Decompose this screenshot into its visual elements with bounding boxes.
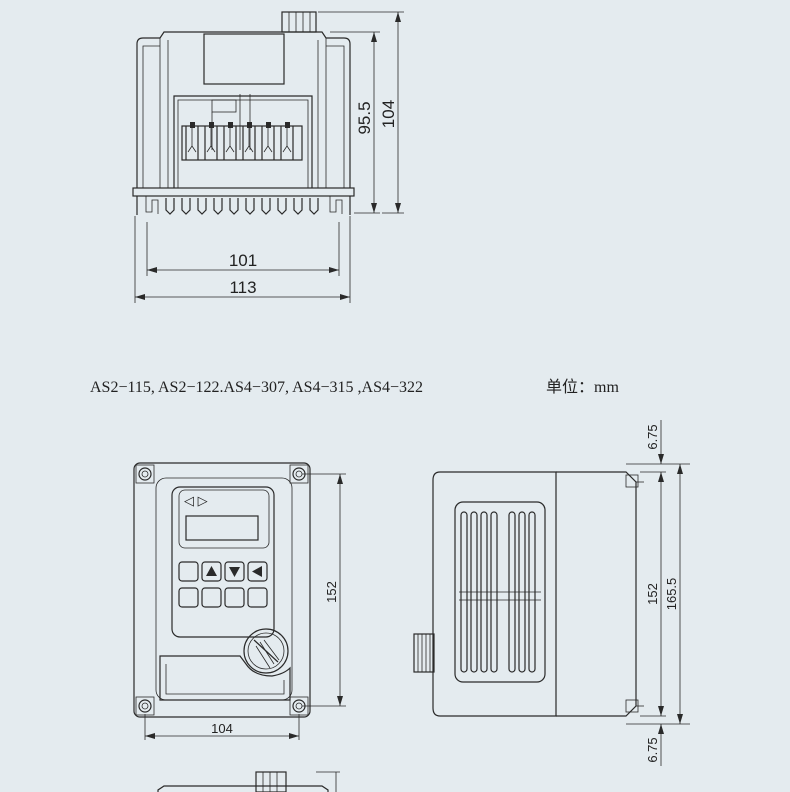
dim-width-101: 101 [146,222,340,276]
vent-slots [459,511,541,673]
corner-screw-bottom-left [135,696,155,716]
speed-knob[interactable] [243,628,289,674]
key-blank-4[interactable] [224,587,245,608]
dim-label-152-side: 152 [645,583,660,605]
dim-height-152-front: 152 [302,473,346,707]
next-view-partial [157,771,340,792]
key-blank-5[interactable] [247,587,268,608]
dim-label-113: 113 [229,278,256,297]
model-caption: AS2−115, AS2−122.AS4−307, AS4−315 ,AS4−3… [90,379,423,396]
dim-label-6-75-top: 6.75 [645,424,660,449]
key-blank-1[interactable] [178,561,199,582]
key-up[interactable] [201,561,222,582]
corner-screw-top-left [135,464,155,484]
dim-side-offsets: 6.75 6.75 [626,420,690,766]
dim-height-95-5: 95.5 [330,31,380,214]
key-blank-2[interactable] [178,587,199,608]
dim-label-104: 104 [379,100,398,128]
dim-height-152-side: 152 [645,472,664,716]
dim-label-152-front: 152 [324,581,339,603]
dim-width-113: 113 [134,216,351,303]
up-arrow-icon [206,566,217,576]
key-left[interactable] [247,561,268,582]
dim-height-104: 104 [318,11,404,214]
dim-label-6-75-bottom: 6.75 [645,737,660,762]
down-arrow-icon [229,567,240,577]
dim-label-101: 101 [229,251,257,270]
heatsink-fins [165,198,319,215]
key-blank-3[interactable] [201,587,222,608]
led-indicator: ◁ ▷ [184,493,208,508]
unit-caption: 单位：mm [546,378,619,396]
key-down[interactable] [224,561,245,582]
dim-label-95-5: 95.5 [355,101,374,134]
dim-label-165-5: 165.5 [664,578,679,611]
lcd-display [185,515,259,541]
cable-gland [413,633,435,673]
left-arrow-icon [252,566,262,577]
front-view: ◁ ▷ 104 [133,462,346,740]
dim-height-165-5: 165.5 [664,464,683,724]
side-view: 6.75 6.75 152 165.5 [413,420,690,766]
dim-label-104-front: 104 [211,721,233,736]
dim-width-104: 104 [144,714,300,740]
top-view: 101 113 95.5 104 [132,11,404,303]
terminal-block [181,122,303,161]
